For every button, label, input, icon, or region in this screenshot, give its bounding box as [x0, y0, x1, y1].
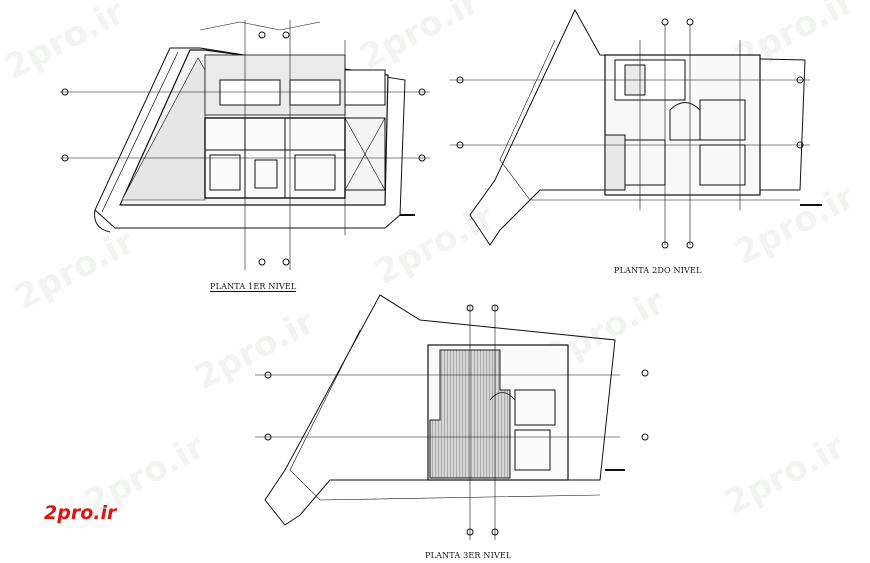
floor-plan-2: [450, 8, 822, 249]
plan-1-title: PLANTA 1ER NIVEL: [210, 282, 297, 292]
brand-logo: 2pro.ir: [44, 502, 117, 524]
plan-3-title: PLANTA 3ER NIVEL: [425, 551, 512, 560]
floor-plan-1: [60, 20, 430, 270]
plan-2-title: PLANTA 2DO NIVEL: [614, 266, 702, 275]
floor-plan-3: [255, 294, 649, 540]
